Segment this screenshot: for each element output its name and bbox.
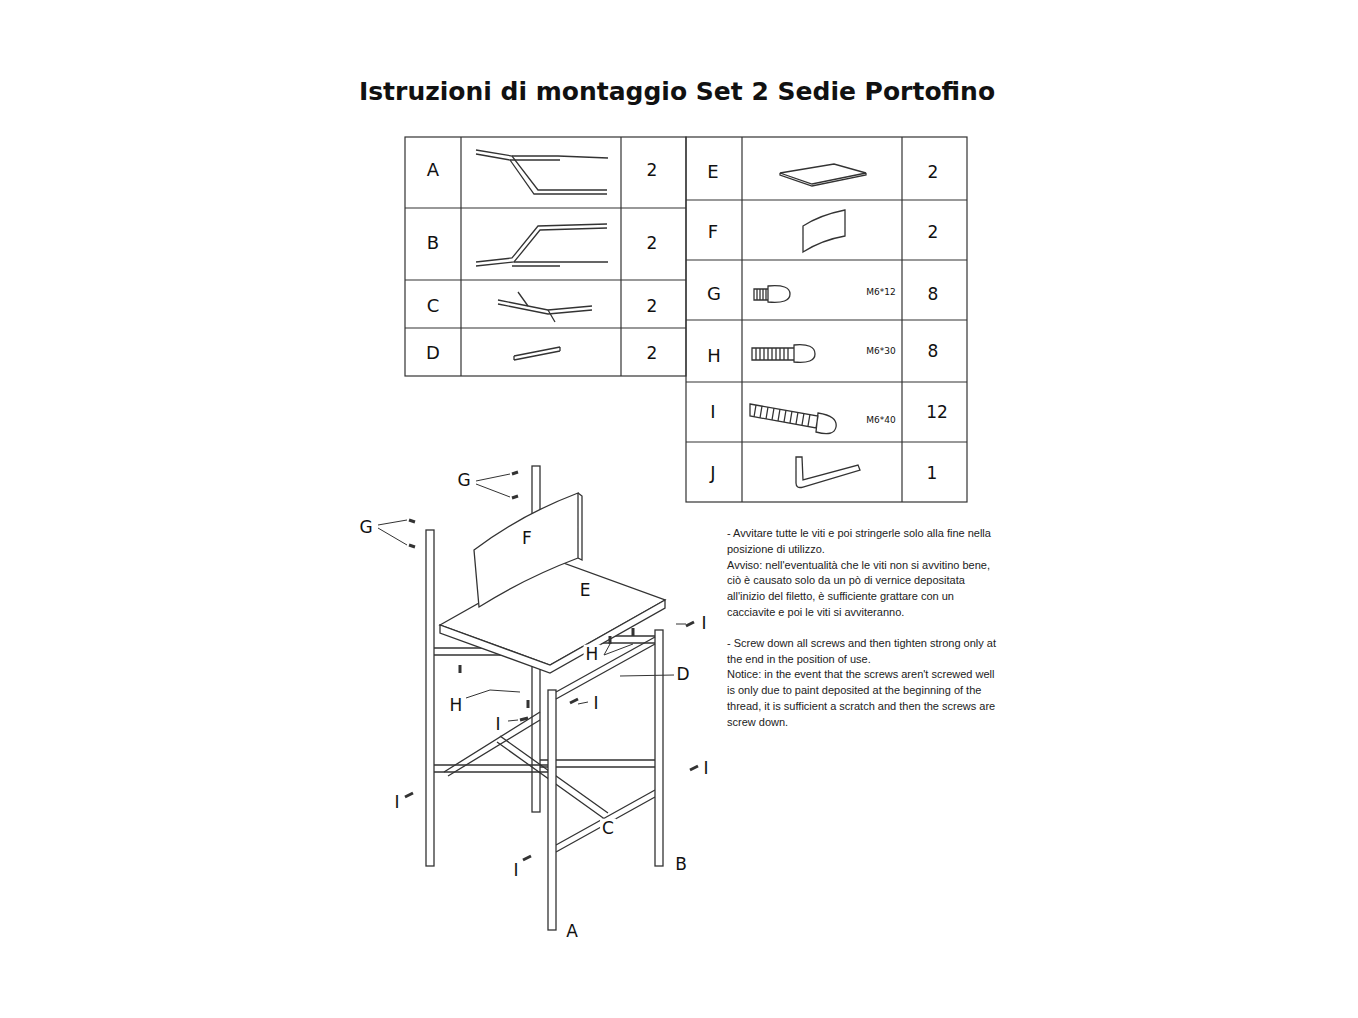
table-cell: G bbox=[707, 284, 721, 304]
chair-drawing-part bbox=[426, 530, 434, 866]
table-cell: C bbox=[427, 296, 440, 316]
part-icons-part bbox=[752, 345, 815, 363]
table-cell: M6*12 bbox=[866, 288, 895, 298]
table-cell: 12 bbox=[926, 403, 948, 422]
leader-lines-part bbox=[476, 474, 510, 497]
chair-drawing-part bbox=[556, 790, 655, 852]
chair-drawing-part bbox=[548, 690, 556, 930]
part-icons-part bbox=[512, 262, 608, 266]
leader-lines-part bbox=[676, 624, 686, 625]
callout-letter: C bbox=[600, 819, 616, 838]
leader-lines-part bbox=[508, 720, 518, 721]
parts-table-part bbox=[901, 137, 902, 502]
table-cell: 2 bbox=[928, 223, 939, 242]
chair-drawing-part bbox=[655, 630, 663, 866]
table-cell: 2 bbox=[647, 344, 658, 363]
chair-drawing-part bbox=[405, 622, 698, 860]
callout-letter: H bbox=[448, 696, 465, 715]
callout-letter: F bbox=[520, 529, 534, 548]
callout-letter: H bbox=[584, 645, 601, 664]
callout-letter: G bbox=[455, 471, 472, 490]
note-text: - Avvitare tutte le viti e poi stringerl… bbox=[727, 526, 1002, 558]
leader-lines-part bbox=[578, 702, 588, 704]
table-cell: D bbox=[426, 343, 440, 363]
table-cell: 2 bbox=[928, 163, 939, 182]
callout-letter: D bbox=[674, 665, 691, 684]
table-cell: F bbox=[708, 222, 718, 242]
leader-lines-part bbox=[378, 520, 407, 545]
parts-table-part bbox=[686, 319, 967, 320]
callout-letter: I bbox=[392, 793, 401, 812]
note-text: Avviso: nell'eventualità che le viti non… bbox=[727, 558, 1002, 621]
table-cell: B bbox=[427, 233, 439, 253]
callout-letter: I bbox=[493, 715, 502, 734]
note-text: - Screw down all screws and then tighten… bbox=[727, 636, 1002, 668]
chair-drawing bbox=[405, 466, 698, 930]
parts-table-part bbox=[405, 207, 686, 208]
callout-letter: I bbox=[699, 614, 708, 633]
part-icons-part bbox=[796, 457, 860, 488]
callout-letter: B bbox=[673, 855, 689, 874]
part-icons-part bbox=[754, 405, 810, 426]
table-cell: J bbox=[710, 463, 715, 483]
table-cell: A bbox=[427, 160, 439, 180]
parts-table-part bbox=[405, 327, 686, 328]
table-cell: M6*30 bbox=[866, 347, 895, 357]
parts-table-part bbox=[686, 199, 967, 200]
chair-drawing-part bbox=[444, 712, 540, 776]
chair-drawing-part bbox=[460, 628, 633, 708]
part-icons-part bbox=[756, 348, 788, 360]
leader-lines-part bbox=[620, 675, 674, 676]
part-icons-part bbox=[514, 347, 560, 360]
part-icons-part bbox=[780, 164, 866, 186]
notes-block: - Avvitare tutte le viti e poi stringerl… bbox=[727, 526, 1002, 731]
part-icons-part bbox=[803, 210, 845, 252]
table-cell: H bbox=[707, 346, 721, 366]
part-icons-part bbox=[510, 156, 608, 160]
part-icons bbox=[476, 150, 866, 488]
chair-drawing-part bbox=[540, 760, 655, 767]
table-cell: 2 bbox=[647, 161, 658, 180]
parts-table-part bbox=[686, 137, 967, 502]
table-cell: M6*40 bbox=[866, 416, 895, 426]
chair-drawing-part bbox=[440, 600, 665, 673]
part-icons-part bbox=[476, 224, 607, 266]
callout-letter: I bbox=[511, 861, 520, 880]
title: Istruzioni di montaggio Set 2 Sedie Port… bbox=[359, 77, 995, 106]
chair-drawing-part bbox=[578, 493, 582, 560]
parts-table bbox=[405, 137, 967, 502]
callout-letter: I bbox=[591, 694, 600, 713]
parts-table-part bbox=[405, 137, 686, 376]
callout-letter: E bbox=[578, 581, 593, 600]
chair-drawing-part bbox=[440, 560, 665, 665]
parts-table-part bbox=[460, 137, 461, 376]
part-icons-part bbox=[750, 404, 836, 434]
table-cell: 8 bbox=[928, 342, 939, 361]
leader-lines-part bbox=[604, 644, 633, 655]
parts-table-part bbox=[686, 259, 967, 260]
parts-table-part bbox=[405, 279, 686, 280]
table-cell: 1 bbox=[927, 464, 938, 483]
callout-letter: I bbox=[701, 759, 710, 778]
callout-letter: G bbox=[357, 518, 374, 537]
table-cell: I bbox=[710, 402, 715, 422]
part-icons-part bbox=[518, 292, 555, 322]
table-cell: E bbox=[707, 162, 718, 182]
callout-letter: A bbox=[564, 922, 580, 941]
table-cell: 2 bbox=[647, 234, 658, 253]
part-icons-part bbox=[757, 289, 766, 300]
note-text: Notice: in the event that the screws are… bbox=[727, 667, 1002, 730]
table-cell: 8 bbox=[928, 285, 939, 304]
parts-table-part bbox=[620, 137, 621, 376]
leader-lines bbox=[378, 474, 686, 721]
table-cell: 2 bbox=[647, 297, 658, 316]
parts-table-part bbox=[741, 137, 742, 502]
chair-drawing-part bbox=[474, 493, 578, 607]
part-icons-part bbox=[754, 286, 790, 303]
part-icons-part bbox=[498, 300, 592, 314]
parts-table-part bbox=[686, 381, 967, 382]
leader-lines-part bbox=[466, 690, 520, 698]
parts-table-part bbox=[686, 441, 967, 442]
part-icons-part bbox=[476, 150, 607, 194]
